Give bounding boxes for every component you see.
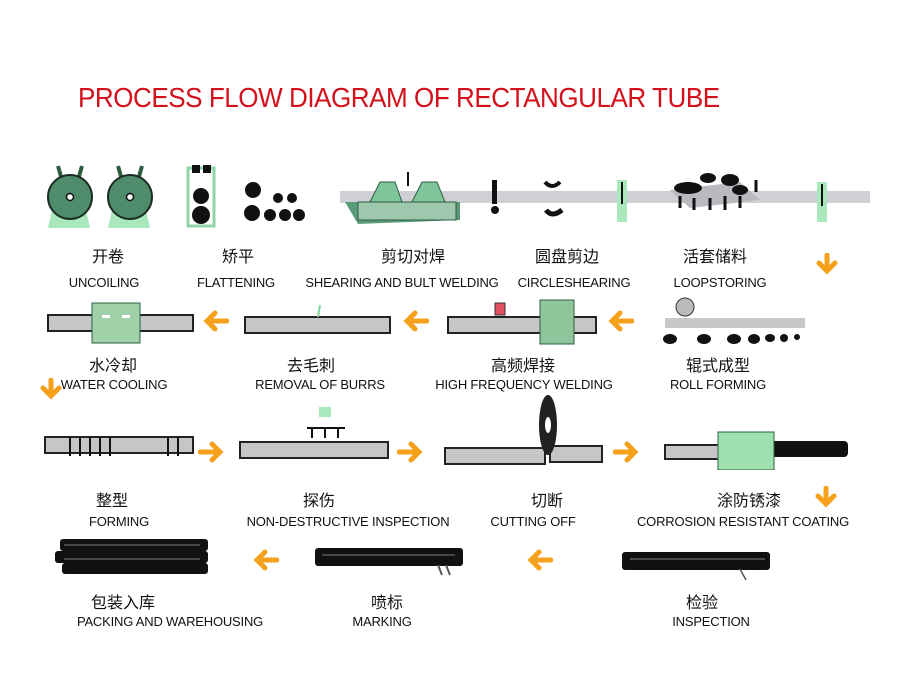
flattener-icon — [186, 165, 305, 228]
step-label-zh: 包装入库 — [90, 593, 156, 612]
step-label-en: UNCOILING — [68, 275, 140, 290]
packing-icon — [55, 539, 208, 574]
deburring-icon — [244, 304, 391, 334]
hf-welder-icon — [447, 299, 597, 345]
step-label-en: REMOVAL OF BURRS — [255, 377, 385, 392]
step-label-zh: 涂防锈漆 — [716, 491, 782, 510]
production-line-row-4 — [55, 539, 770, 581]
step-label-en: SHEARING AND BULT WELDING — [305, 275, 499, 290]
step-label-zh: 辊式成型 — [685, 356, 751, 375]
step-label-en: INSPECTION — [672, 614, 750, 629]
step-label-zh: 整型 — [95, 491, 129, 510]
arrow-right-icon — [198, 441, 224, 463]
arrow-down-icon — [40, 378, 62, 400]
step-label-zh: 活套储料 — [682, 247, 748, 266]
production-line-row-3 — [44, 395, 848, 470]
looper-icon — [670, 173, 760, 210]
arrow-left-icon — [608, 310, 634, 332]
uncoiler-icon — [47, 165, 153, 228]
step-label-en: HIGH FREQUENCY WELDING — [435, 377, 613, 392]
step-label-en: FLATTENING — [197, 275, 275, 290]
step-label-en: CORROSION RESISTANT COATING — [636, 514, 850, 529]
production-line-row-2 — [47, 297, 805, 345]
shear-welder-icon — [345, 172, 460, 224]
step-label-zh: 剪切对焊 — [380, 247, 446, 266]
step-label-zh: 矫平 — [221, 247, 255, 266]
production-line-row-1 — [47, 165, 870, 228]
circle-shear-icon — [491, 180, 627, 222]
marking-icon — [315, 548, 463, 576]
step-label-zh: 检验 — [685, 593, 719, 612]
step-label-zh: 去毛刺 — [286, 356, 336, 375]
step-label-en: FORMING — [89, 514, 149, 529]
step-label-en: CIRCLESHEARING — [517, 275, 631, 290]
step-label-en: CUTTING OFF — [490, 514, 576, 529]
arrow-down-icon — [816, 253, 838, 275]
step-label-zh: 切断 — [530, 491, 564, 510]
guide-stand-icon — [817, 182, 827, 222]
step-label-en: ROLL FORMING — [669, 377, 767, 392]
roll-forming-icon — [663, 297, 805, 344]
arrow-right-icon — [613, 441, 639, 463]
water-cooling-icon — [47, 302, 194, 344]
step-label-en: WATER COOLING — [60, 377, 168, 392]
step-label-zh: 高频焊接 — [490, 356, 556, 375]
step-label-zh: 探伤 — [302, 491, 336, 510]
step-label-en: LOOPSTORING — [673, 275, 767, 290]
inspection-icon — [622, 552, 770, 581]
step-label-zh: 喷标 — [370, 593, 404, 612]
arrow-right-icon — [397, 441, 423, 463]
step-label-zh: 水冷却 — [88, 356, 138, 375]
step-label-en: NON-DESTRUCTIVE INSPECTION — [246, 514, 450, 529]
ndt-icon — [239, 407, 389, 459]
step-label-en: PACKING AND WAREHOUSING — [76, 614, 264, 629]
step-label-en: MARKING — [352, 614, 412, 629]
arrow-left-icon — [253, 549, 279, 571]
diagram-title: PROCESS FLOW DIAGRAM OF RECTANGULAR TUBE — [78, 82, 720, 113]
step-label-zh: 圆盘剪边 — [534, 247, 600, 266]
arrow-left-icon — [403, 310, 429, 332]
coating-icon — [664, 431, 848, 470]
arrow-left-icon — [203, 310, 229, 332]
step-label-zh: 开卷 — [91, 247, 125, 266]
sizing-icon — [44, 436, 194, 456]
saw-icon — [444, 395, 603, 465]
arrow-left-icon — [527, 549, 553, 571]
arrow-down-icon — [815, 486, 837, 508]
